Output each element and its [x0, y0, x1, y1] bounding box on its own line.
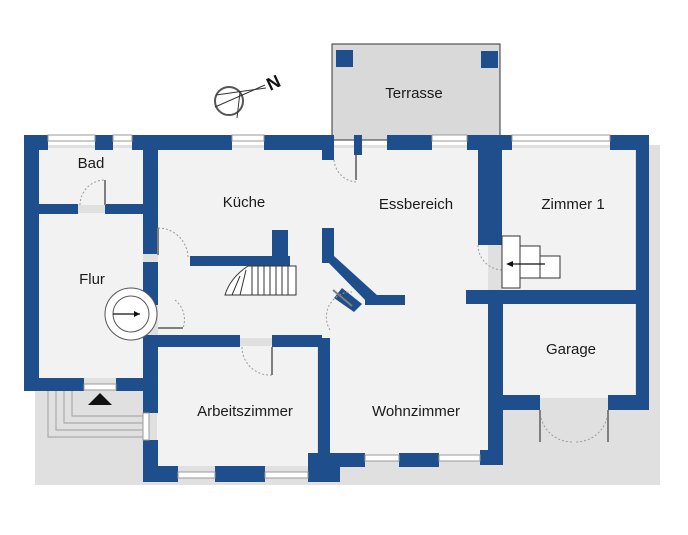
- room-label-arbeitszimmer: Arbeitszimmer: [197, 403, 293, 420]
- terrace-post-left: [336, 50, 353, 67]
- side-staircase: [501, 235, 561, 289]
- room-label-kueche: Küche: [223, 194, 266, 211]
- floor-garage: [502, 303, 635, 398]
- room-label-terrasse: Terrasse: [385, 85, 443, 102]
- terrace-area: [331, 43, 501, 141]
- room-label-wohnzimmer: Wohnzimmer: [372, 403, 460, 420]
- room-label-zimmer1: Zimmer 1: [541, 196, 604, 213]
- room-label-flur: Flur: [79, 271, 105, 288]
- floor-bad: [38, 148, 143, 205]
- room-label-garage: Garage: [546, 341, 596, 358]
- floor-wohnzimmer: [330, 300, 488, 455]
- main-staircase: [224, 265, 297, 296]
- windows: [47, 134, 611, 479]
- entrance-arrow-icon: [88, 393, 112, 405]
- entrance-steps: [47, 391, 143, 438]
- floor-arbeitszimmer: [157, 346, 317, 466]
- doors: [79, 155, 609, 443]
- room-label-bad: Bad: [78, 155, 105, 172]
- compass-icon: N: [214, 71, 284, 119]
- walls: [24, 135, 649, 482]
- spiral-staircase: [104, 287, 158, 341]
- compass-north-label: N: [263, 71, 283, 95]
- room-label-essbereich: Essbereich: [379, 196, 453, 213]
- terrace-post-right: [481, 51, 498, 68]
